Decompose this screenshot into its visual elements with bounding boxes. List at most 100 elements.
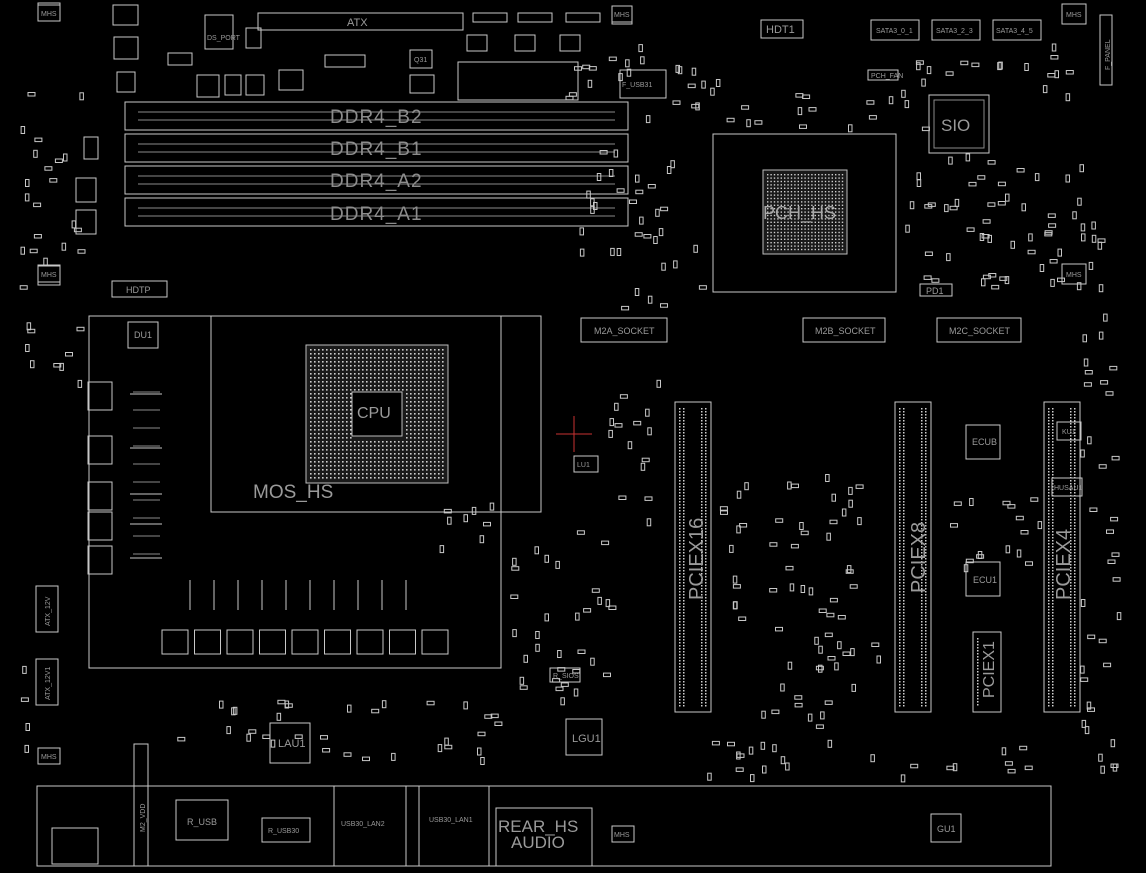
cpu-socket[interactable]: CPU xyxy=(305,344,449,484)
f-panel-label: F_PANEL xyxy=(1105,39,1112,70)
cursor-crosshair xyxy=(556,416,592,452)
m2-vdd-label: M2_VDD xyxy=(140,804,147,832)
hdt1-header[interactable]: HDT1 xyxy=(760,19,804,39)
m2c-label: M2C_SOCKET xyxy=(949,326,1011,336)
atx-12v1-connector[interactable]: ATX_12V1 xyxy=(35,658,59,706)
pch-pin-grid xyxy=(767,174,844,251)
passive-components xyxy=(19,43,1122,783)
hdtp-label: HDTP xyxy=(126,285,151,295)
gu1-chip: GU1 xyxy=(930,813,962,843)
r-sios-label: R_SIOS xyxy=(553,673,579,680)
m2-vdd-part: M2_VDD xyxy=(133,743,149,867)
m2b-label: M2B_SOCKET xyxy=(815,326,876,336)
ecub-chip: ECUB xyxy=(965,424,1001,460)
pciex8-label: PCIEX8 xyxy=(908,522,930,593)
vrm-bars xyxy=(189,580,407,610)
mhs-label: MHS xyxy=(614,12,630,19)
m2a-socket[interactable]: M2A_SOCKET xyxy=(580,317,668,343)
r-usb30-port[interactable]: R_USB30 xyxy=(261,817,311,843)
dimm-slot-a2[interactable]: DDR4_A2 xyxy=(124,165,629,195)
ds-port-label: DS_PORT xyxy=(207,35,241,42)
f-panel-header[interactable]: F_PANEL xyxy=(1099,14,1113,86)
sata-connectors[interactable]: SATA3_0_1 SATA3_2_3 SATA3_4_5 xyxy=(870,19,1042,41)
lgu1-label: LGU1 xyxy=(572,733,601,745)
du1-label: DU1 xyxy=(134,330,152,340)
husau1-label: HUSAU1 xyxy=(1054,485,1083,492)
cpu-area: MOS_HS DU1 xyxy=(88,315,542,669)
left-column-parts: HDTP xyxy=(37,136,168,298)
pch-fan-label: PCH_FAN xyxy=(871,73,903,80)
r-usb-label: R_USB xyxy=(187,817,217,827)
atx-12v-label: ATX_12V xyxy=(45,596,52,626)
pciex16-slot[interactable]: PCIEX16 xyxy=(674,401,712,713)
mhs-label: MHS xyxy=(1066,272,1082,279)
sata-2-3-label: SATA3_2_3 xyxy=(936,28,973,35)
usb30-lan2-label: USB30_LAN2 xyxy=(341,821,385,828)
cpu-label: CPU xyxy=(357,405,391,422)
dimm-slot-b1[interactable]: DDR4_B1 xyxy=(124,133,629,163)
vrm-left-chokes xyxy=(87,381,162,575)
lu1-chip: LU1 R_SIOS xyxy=(549,455,599,683)
lgu1-chip: LGU1 xyxy=(565,718,603,756)
pch-hs-label: PCH_HS xyxy=(763,203,836,224)
sio-label: SIO xyxy=(941,116,970,135)
ddr4-b1-label: DDR4_B1 xyxy=(330,139,423,160)
lu1-label: LU1 xyxy=(577,462,590,469)
pciex8-slot[interactable]: PCIEX8 xyxy=(894,401,932,713)
dimm-slot-b2[interactable]: DDR4_B2 xyxy=(124,101,629,131)
gu1-label: GU1 xyxy=(937,824,956,834)
mhs-label: MHS xyxy=(41,11,57,18)
m2c-socket[interactable]: M2C_SOCKET xyxy=(936,317,1022,343)
ku1-chip: KU1 HUSAU1 xyxy=(1051,421,1083,497)
atx-12v1-label: ATX_12V1 xyxy=(45,667,52,700)
f-usb-label: F_USB31 xyxy=(622,82,652,89)
pch-fan-header[interactable]: PCH_FAN xyxy=(867,69,903,81)
cpu-pin-grid xyxy=(310,349,444,479)
ddr4-a1-label: DDR4_A1 xyxy=(330,204,423,225)
pciex4-label: PCIEX4 xyxy=(1053,529,1075,600)
pciex1-slot[interactable]: PCIEX1 xyxy=(972,631,1002,713)
m2a-label: M2A_SOCKET xyxy=(594,326,655,336)
rear-hs-label: REAR_HS xyxy=(498,817,578,836)
sio-chip[interactable]: SIO xyxy=(928,94,990,154)
mhs-label: MHS xyxy=(41,272,57,279)
sata-0-1-label: SATA3_0_1 xyxy=(876,28,913,35)
dimm-slot-a1[interactable]: DDR4_A1 xyxy=(124,197,629,227)
r-usb-port[interactable]: R_USB xyxy=(175,799,229,841)
usb30-lan1-label: USB30_LAN1 xyxy=(429,817,473,824)
hdt1-label: HDT1 xyxy=(766,24,795,36)
atx-label: ATX xyxy=(347,17,368,29)
pciex4-slot[interactable]: PCIEX4 xyxy=(1043,401,1081,713)
mos-hs-label: MOS_HS xyxy=(253,482,333,503)
ku1-label: KU1 xyxy=(1062,429,1076,436)
audio-label: AUDIO xyxy=(511,833,565,852)
ecu1-chip: ECU1 xyxy=(965,561,1001,597)
vrm-bottom-chokes xyxy=(161,629,449,655)
usb30-lan1-port[interactable]: USB30_LAN1 xyxy=(418,785,490,867)
atx-12v-connector[interactable]: ATX_12V xyxy=(35,585,59,633)
mhs-label: MHS xyxy=(614,832,630,839)
lau1-chip: LAU1 xyxy=(269,722,311,764)
q31-label: Q31 xyxy=(414,57,427,64)
m2b-socket[interactable]: M2B_SOCKET xyxy=(802,317,886,343)
usb30-lan2-port[interactable]: USB30_LAN2 xyxy=(333,785,407,867)
pciex16-label: PCIEX16 xyxy=(686,518,708,600)
ecu1-label: ECU1 xyxy=(973,575,997,585)
mhs-tags: MHS MHS MHS MHS MHS MHS MHS xyxy=(37,3,1087,843)
pd1-part: PD1 xyxy=(919,283,953,297)
atx-connector[interactable]: ATX xyxy=(257,12,464,31)
rear-audio-jack[interactable]: REAR_HS AUDIO xyxy=(495,807,593,867)
ddr4-b2-label: DDR4_B2 xyxy=(330,107,423,128)
mhs-label: MHS xyxy=(41,754,57,761)
pch-area[interactable]: PCH_HS xyxy=(712,133,897,293)
pciex1-label: PCIEX1 xyxy=(981,641,998,698)
sata-4-5-label: SATA3_4_5 xyxy=(996,28,1033,35)
left-header[interactable] xyxy=(51,827,99,865)
r-usb30-label: R_USB30 xyxy=(268,828,299,835)
ddr4-a2-label: DDR4_A2 xyxy=(330,171,423,192)
ecub-label: ECUB xyxy=(972,437,997,447)
pd1-label: PD1 xyxy=(926,286,944,296)
lau1-label: LAU1 xyxy=(278,738,306,750)
mhs-label: MHS xyxy=(1066,12,1082,19)
